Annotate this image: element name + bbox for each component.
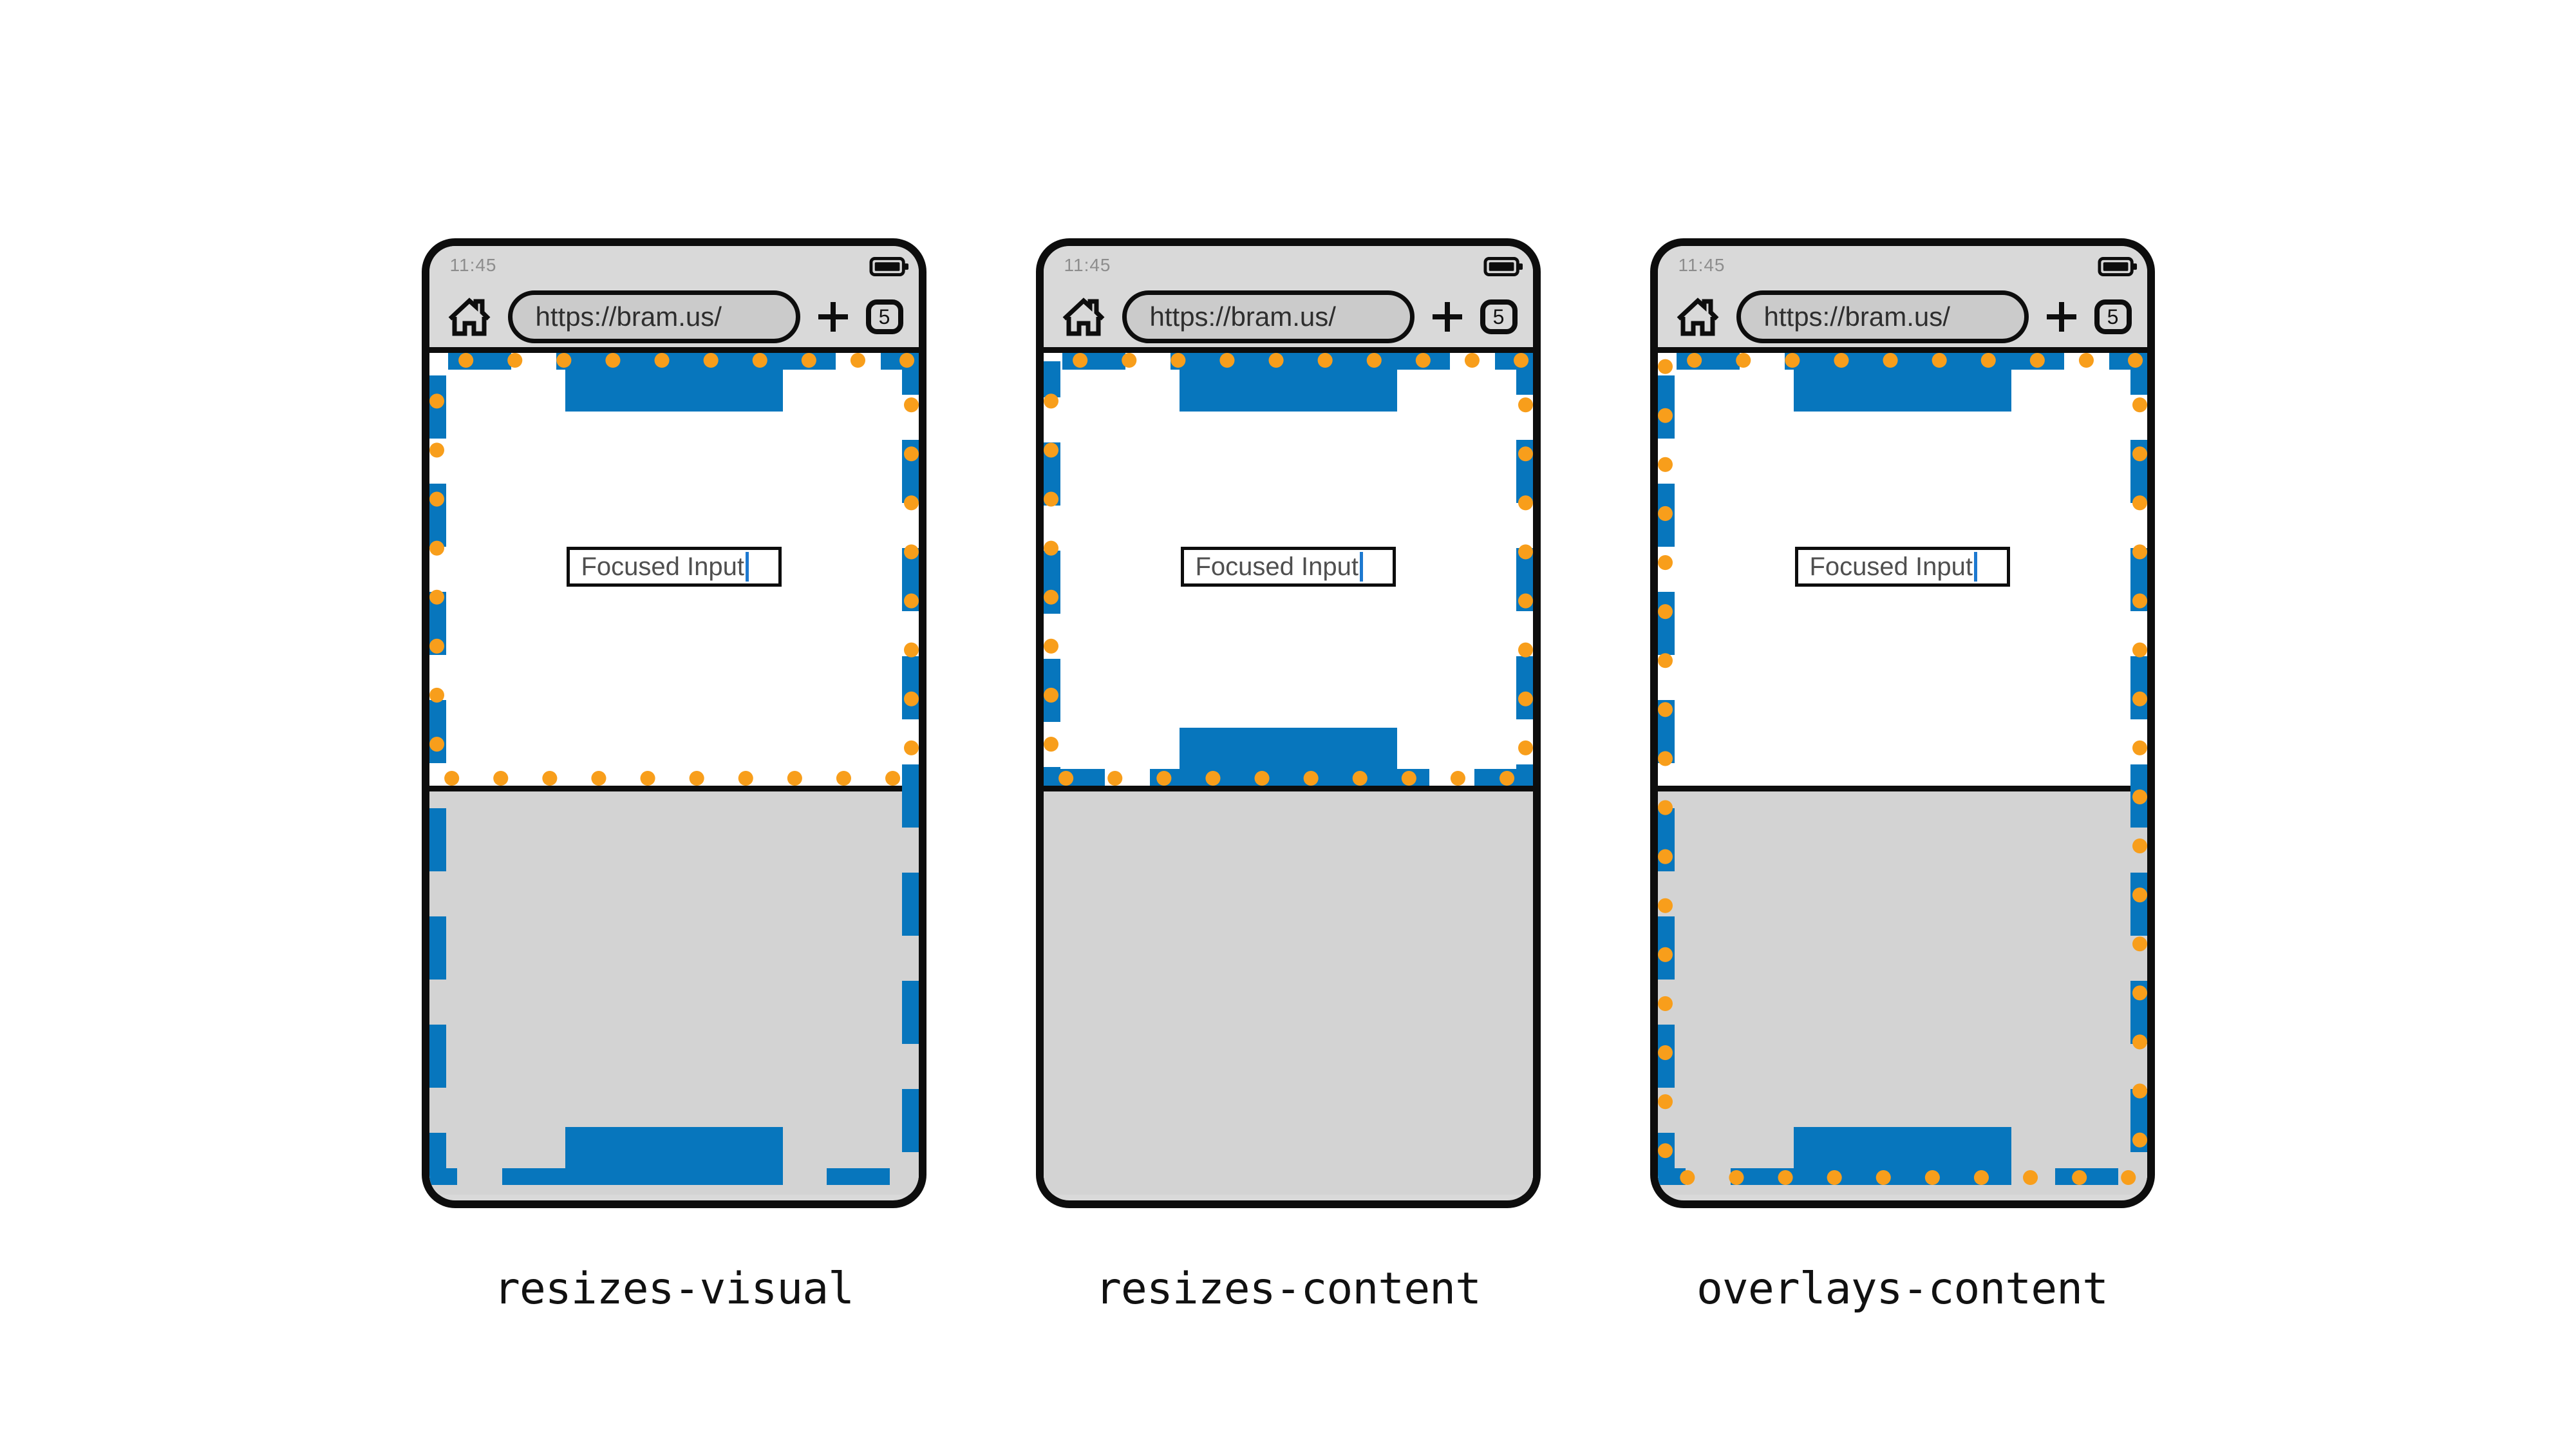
plus-icon[interactable] xyxy=(1432,302,1462,332)
visual-viewport-border xyxy=(1657,353,2147,1185)
browser-toolbar: https://bram.us/ 5 xyxy=(1044,286,1533,348)
page-viewport: Focused Input xyxy=(1657,353,2147,1195)
tab-count: 5 xyxy=(878,305,890,328)
tab-counter[interactable]: 5 xyxy=(865,299,903,334)
status-bar: 11:45 xyxy=(1658,246,2147,277)
status-time: 11:45 xyxy=(1064,255,1111,275)
browser-chrome: 11:45 https://bram.us/ xyxy=(1657,246,2147,353)
panel-resizes-content: 11:45 https://bram.us/ xyxy=(1035,238,1541,1314)
input-value: Focused Input xyxy=(581,552,745,581)
virtual-keyboard xyxy=(1657,786,2147,1195)
browser-chrome: 11:45 https://bram.us/ xyxy=(1043,246,1533,353)
browser-chrome: 11:45 https://bram.us/ xyxy=(429,246,919,353)
page-header-bar xyxy=(565,353,783,412)
status-bar: 11:45 xyxy=(1044,246,1533,277)
panel-overlays-content: 11:45 https://bram.us/ xyxy=(1650,238,2155,1314)
phone-mockup: 11:45 https://bram.us/ xyxy=(1035,238,1541,1208)
battery-icon xyxy=(1483,256,1523,277)
browser-toolbar: https://bram.us/ 5 xyxy=(1658,286,2147,348)
url-text: https://bram.us/ xyxy=(1149,301,1336,332)
virtual-keyboard xyxy=(429,786,919,1195)
status-bar: 11:45 xyxy=(429,246,919,277)
panel-resizes-visual: 11:45 https://bram.us/ xyxy=(421,238,926,1314)
plus-icon[interactable] xyxy=(818,302,848,332)
focused-input-field[interactable]: Focused Input xyxy=(1180,547,1396,587)
page-viewport: Focused Input xyxy=(1043,353,1533,1195)
url-bar[interactable]: https://bram.us/ xyxy=(1736,290,2029,343)
virtual-keyboard xyxy=(1043,786,1533,1195)
focused-input-field[interactable]: Focused Input xyxy=(566,547,782,587)
phone-mockup: 11:45 https://bram.us/ xyxy=(421,238,926,1208)
status-time: 11:45 xyxy=(449,255,497,275)
input-value: Focused Input xyxy=(1809,552,1973,581)
url-bar[interactable]: https://bram.us/ xyxy=(507,290,800,343)
text-caret xyxy=(746,552,749,582)
home-icon[interactable] xyxy=(1676,297,1720,337)
page-header-bar xyxy=(1793,353,2011,412)
home-icon[interactable] xyxy=(447,297,491,337)
url-text: https://bram.us/ xyxy=(1763,301,1950,332)
plus-icon[interactable] xyxy=(2046,302,2076,332)
battery-icon xyxy=(869,256,908,277)
page-header-bar xyxy=(1179,353,1397,412)
caption-resizes-content: resizes-content xyxy=(1095,1264,1481,1314)
focused-input-field[interactable]: Focused Input xyxy=(1794,547,2010,587)
status-time: 11:45 xyxy=(1678,255,1725,275)
input-value: Focused Input xyxy=(1195,552,1359,581)
page-footer-bar xyxy=(565,1127,783,1185)
phone-mockup: 11:45 https://bram.us/ xyxy=(1650,238,2155,1208)
battery-icon xyxy=(2097,256,2137,277)
tab-count: 5 xyxy=(2107,305,2119,328)
browser-toolbar: https://bram.us/ 5 xyxy=(429,286,919,348)
text-caret xyxy=(1974,552,1977,582)
tab-counter[interactable]: 5 xyxy=(1480,299,1518,334)
home-icon[interactable] xyxy=(1062,297,1105,337)
text-caret xyxy=(1360,552,1363,582)
page-viewport: Focused Input xyxy=(429,353,919,1195)
url-bar[interactable]: https://bram.us/ xyxy=(1122,290,1415,343)
caption-resizes-visual: resizes-visual xyxy=(493,1264,854,1314)
caption-overlays-content: overlays-content xyxy=(1696,1264,2109,1314)
tab-count: 5 xyxy=(1492,305,1505,328)
diagram-stage: 11:45 https://bram.us/ xyxy=(0,238,2576,1314)
tab-counter[interactable]: 5 xyxy=(2094,299,2132,334)
url-text: https://bram.us/ xyxy=(535,301,722,332)
